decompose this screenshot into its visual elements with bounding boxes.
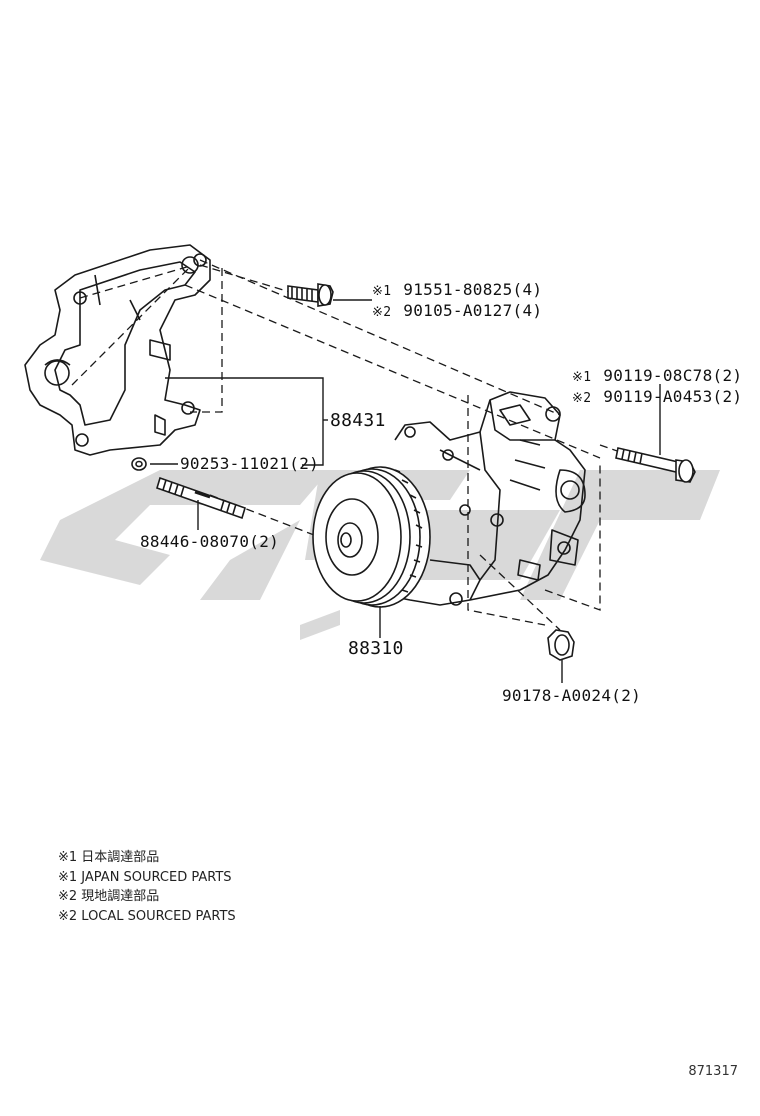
pin xyxy=(131,457,147,471)
part-number: 91551-80825(4) xyxy=(403,280,543,299)
compressor-label: 88310 xyxy=(348,638,404,659)
stud xyxy=(156,476,246,520)
compressor-88310 xyxy=(369,391,586,606)
bracket-bolt-label-alt: ※2 90105-A0127(4) xyxy=(372,301,542,320)
part-number: 90119-08C78(2) xyxy=(603,366,743,385)
footnote: ※2 現地調達部品 xyxy=(58,889,160,904)
compressor-bolt xyxy=(615,447,696,483)
note-mark: ※2 xyxy=(372,305,392,320)
footnote: ※1 日本調達部品 xyxy=(58,850,160,865)
stud-label: 88446-08070(2) xyxy=(140,532,280,551)
compressor-bolt-label-alt: ※2 90119-A0453(2) xyxy=(572,387,742,406)
footnote: ※1 JAPAN SOURCED PARTS xyxy=(58,869,232,885)
nut xyxy=(547,629,575,661)
dashed-guides xyxy=(71,259,621,631)
compressor-bolt-label: ※1 90119-08C78(2) xyxy=(572,366,742,385)
footnotes: ※1 日本調達部品 ※1 JAPAN SOURCED PARTS ※2 現地調達… xyxy=(58,848,236,926)
bracket-bolt-label: ※1 91551-80825(4) xyxy=(372,280,542,299)
note-mark: ※1 xyxy=(372,284,392,299)
note-mark: ※2 xyxy=(572,391,592,406)
bracket-88431 xyxy=(24,244,211,456)
bracket-bolt xyxy=(287,283,334,307)
bracket-label: 88431 xyxy=(330,410,386,431)
pin-label: 90253-11021(2) xyxy=(180,454,320,473)
part-number: 90119-A0453(2) xyxy=(603,387,743,406)
nut-label: 90178-A0024(2) xyxy=(502,686,642,705)
compressor-pulley xyxy=(312,466,431,608)
diagram-code: 871317 xyxy=(688,1064,738,1079)
footnote: ※2 LOCAL SOURCED PARTS xyxy=(58,908,236,924)
note-mark: ※1 xyxy=(572,370,592,385)
leader-lines xyxy=(150,299,661,683)
part-number: 90105-A0127(4) xyxy=(403,301,543,320)
